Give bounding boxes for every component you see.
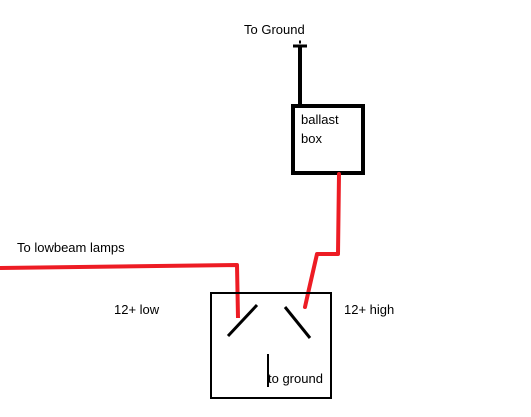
to-lowbeam-lamps-label: To lowbeam lamps	[17, 240, 125, 255]
low-terminal-label: 12+ low	[114, 302, 160, 317]
lowbeam-wire	[0, 263, 240, 319]
high-wire	[303, 172, 341, 309]
switch-box	[210, 292, 332, 399]
ballast-box-label: ballast box	[301, 112, 339, 146]
high-contact	[283, 306, 312, 339]
to-ground-top-label: To Ground	[244, 22, 305, 37]
low-contact	[226, 303, 259, 338]
ground-terminal-symbol	[293, 40, 307, 48]
ballast-box	[291, 104, 365, 175]
high-terminal-label: 12+ high	[344, 302, 395, 317]
to-ground-bottom-label: to ground	[268, 371, 323, 386]
